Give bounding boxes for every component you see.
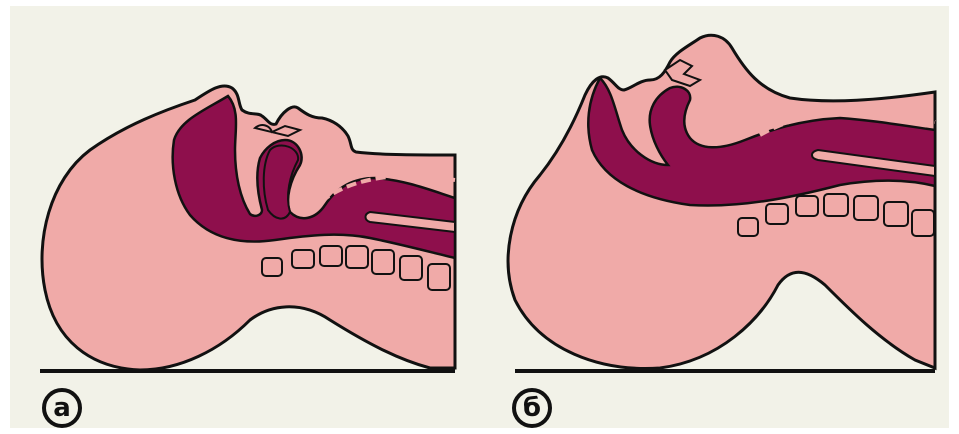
panel-b-label: б [512,388,552,428]
panel-a-label: а [42,388,82,428]
panel-b-illustration [508,35,935,368]
panel-a-illustration [42,86,455,370]
